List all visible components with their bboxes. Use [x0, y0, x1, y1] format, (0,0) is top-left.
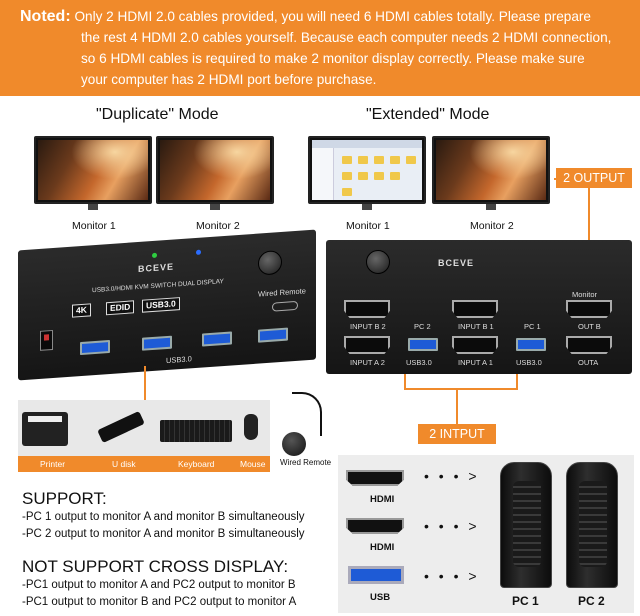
- notice-line-3: so 6 HDMI cables is required to make 2 m…: [81, 51, 585, 66]
- front-model-text: USB3.0/HDMI KVM SWITCH DUAL DISPLAY: [92, 278, 224, 295]
- label-usb-pc1: USB3.0: [516, 358, 542, 367]
- label-out-b: OUT B: [578, 322, 601, 331]
- input-line-down: [456, 388, 458, 424]
- label-mouse: Mouse: [240, 459, 266, 469]
- notice-tag: Noted:: [20, 8, 71, 25]
- monitor-duplicate-2: [156, 136, 274, 210]
- label-input-a2: INPUT A 2: [350, 358, 385, 367]
- kvm-back-panel: BCEVE Monitor INPUT B 2 PC 2 INPUT B 1 P…: [326, 240, 632, 374]
- hdmi-input-b2[interactable]: [344, 300, 390, 318]
- not-support-line-2: -PC1 output to monitor B and PC2 output …: [22, 596, 297, 608]
- arrow-dots-3: • • • >: [424, 568, 480, 584]
- pc1-label: PC 1: [512, 594, 539, 608]
- front-usb-port-3[interactable]: [202, 331, 232, 347]
- pc2-tower-icon: [566, 462, 618, 588]
- back-usb-port-pc2[interactable]: [408, 338, 438, 351]
- monitor-duplicate-1: [34, 136, 152, 210]
- label-input-b1: INPUT B 1: [458, 322, 494, 331]
- not-support-title: NOT SUPPORT CROSS DISPLAY:: [22, 557, 289, 576]
- monitor-label-ext-1: Monitor 1: [346, 220, 390, 232]
- support-title: SUPPORT:: [22, 489, 107, 508]
- notice-line-4: your computer has 2 HDMI port before pur…: [81, 72, 377, 87]
- hdmi-cable-label-1: HDMI: [370, 494, 395, 505]
- hdmi-out-a[interactable]: [566, 336, 612, 354]
- front-usb-port-1[interactable]: [80, 339, 110, 356]
- usb-cable-icon: [348, 566, 404, 584]
- notice-banner: Noted: Only 2 HDMI 2.0 cables provided, …: [0, 0, 640, 96]
- power-switch[interactable]: [40, 329, 53, 351]
- front-usb-port-4[interactable]: [258, 327, 288, 343]
- hdmi-input-a2[interactable]: [344, 336, 390, 354]
- label-input-b2: INPUT B 2: [350, 322, 386, 331]
- input-line-left: [404, 374, 406, 388]
- arrow-dots-1: • • • >: [424, 468, 480, 484]
- pc1-tower-icon: [500, 462, 552, 588]
- label-input-a1: INPUT A 1: [458, 358, 493, 367]
- label-pc2: PC 2: [414, 322, 431, 331]
- hdmi-cable-icon-1: [346, 470, 404, 486]
- peripheral-connector-line: [144, 366, 146, 400]
- not-support-line-1: -PC1 output to monitor A and PC2 output …: [22, 579, 296, 591]
- front-usb-port-2[interactable]: [142, 335, 172, 351]
- wired-remote-text: Wired Remote: [258, 286, 306, 299]
- monitor-extended-1: [308, 136, 426, 210]
- label-wired-remote: Wired Remote: [280, 458, 332, 467]
- back-brand: BCEVE: [438, 258, 475, 268]
- led-blue: [196, 249, 201, 255]
- kvm-front-panel: BCEVE USB3.0/HDMI KVM SWITCH DUAL DISPLA…: [18, 229, 316, 381]
- duplicate-mode-title: "Duplicate" Mode: [96, 106, 219, 123]
- monitor-label-dup-2: Monitor 2: [196, 220, 240, 232]
- pc2-label: PC 2: [578, 594, 605, 608]
- badge-edid: EDID: [106, 300, 135, 316]
- support-line-1: -PC 1 output to monitor A and monitor B …: [22, 511, 305, 523]
- input-line-right: [516, 374, 518, 388]
- hdmi-input-a1[interactable]: [452, 336, 498, 354]
- hdmi-out-b[interactable]: [566, 300, 612, 318]
- hdmi-input-b1[interactable]: [452, 300, 498, 318]
- arrow-dots-2: • • • >: [424, 518, 480, 534]
- notice-line-2: the rest 4 HDMI 2.0 cables yourself. Bec…: [81, 30, 612, 45]
- support-line-2: -PC 2 output to monitor A and monitor B …: [22, 528, 305, 540]
- back-usb-port-pc1[interactable]: [516, 338, 546, 351]
- led-green: [152, 252, 157, 259]
- badge-4k: 4K: [72, 303, 91, 318]
- front-brand: BCEVE: [138, 261, 175, 275]
- monitor-label-dup-1: Monitor 1: [72, 220, 116, 232]
- label-out-a: OUTA: [578, 358, 599, 367]
- monitor-extended-2: [432, 136, 550, 210]
- hdmi-cable-icon-2: [346, 518, 404, 534]
- label-printer: Printer: [40, 459, 66, 469]
- peripherals-label-bar: [18, 456, 270, 472]
- hdmi-cable-label-2: HDMI: [370, 542, 395, 553]
- usb-cable-label: USB: [370, 592, 391, 603]
- extended-mode-title: "Extended" Mode: [366, 106, 490, 123]
- notice-line-1: Noted: Only 2 HDMI 2.0 cables provided, …: [20, 8, 591, 25]
- back-monitor-label: Monitor: [572, 290, 598, 299]
- monitor-label-ext-2: Monitor 2: [470, 220, 514, 232]
- input-line-horizontal: [404, 388, 518, 390]
- remote-jack[interactable]: [272, 300, 298, 312]
- label-udisk: U disk: [112, 459, 136, 469]
- label-pc1: PC 1: [524, 322, 541, 331]
- output-label: 2 OUTPUT: [556, 168, 632, 188]
- remote-cable: [292, 392, 322, 436]
- input-label: 2 INTPUT: [418, 424, 496, 444]
- printer-icon: [22, 412, 68, 446]
- front-usb-label: USB3.0: [166, 354, 192, 366]
- switch-knob[interactable]: [258, 249, 282, 276]
- label-keyboard: Keyboard: [178, 459, 215, 469]
- wired-remote-icon: [282, 432, 306, 456]
- badge-usb3: USB3.0: [142, 297, 180, 313]
- keyboard-icon: [160, 420, 232, 442]
- back-knob: [366, 250, 390, 274]
- output-connector-line: [588, 188, 590, 288]
- label-usb-pc2: USB3.0: [406, 358, 432, 367]
- mouse-icon: [244, 414, 258, 440]
